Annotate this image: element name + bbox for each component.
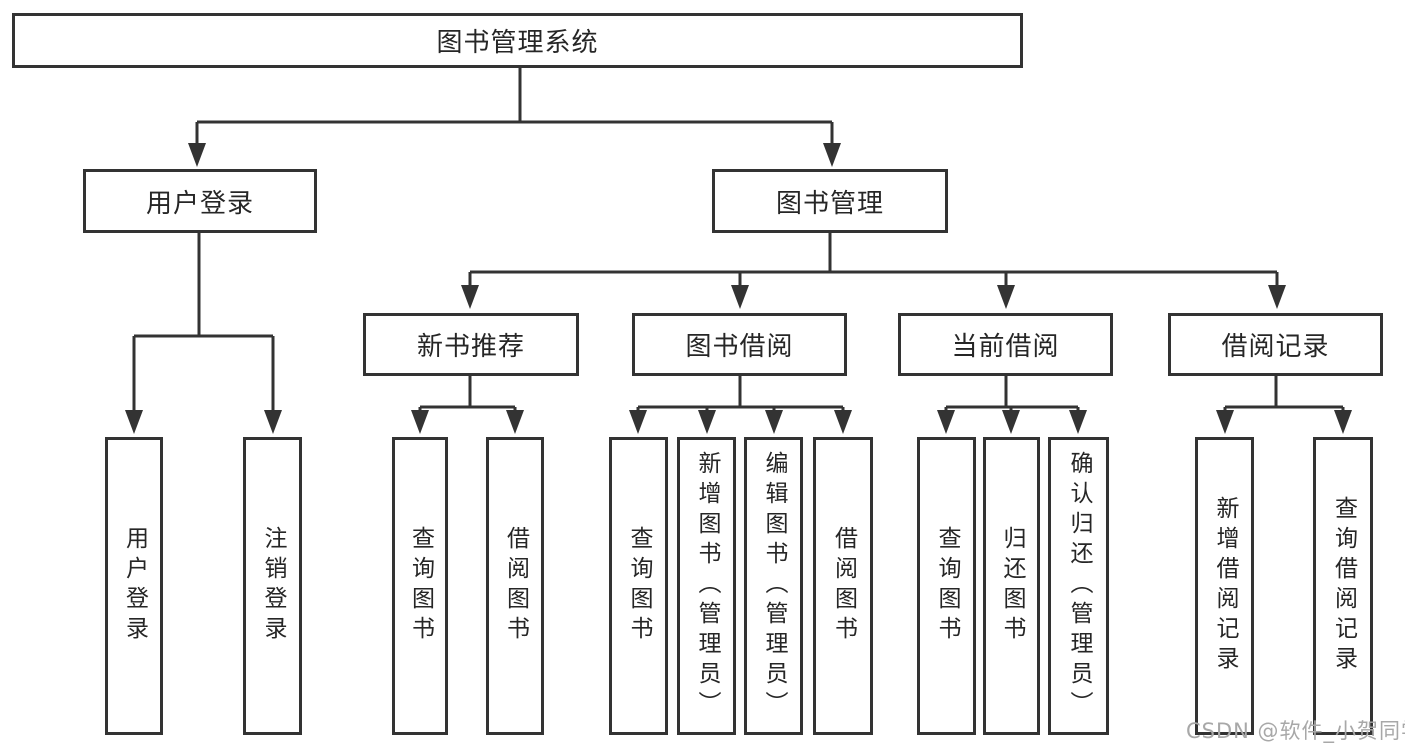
- node-new-book-recommend-label: 新书推荐: [416, 332, 525, 362]
- arrowhead-icon: [506, 410, 524, 434]
- leaf-logout-label: 注销登录: [260, 526, 286, 646]
- leaf-add-books-admin: 新增图书（管理员）: [677, 437, 736, 735]
- leaf-recommend-query-books: 查询图书: [392, 437, 448, 735]
- connector-user-login-children: [125, 233, 282, 434]
- arrowhead-icon: [1216, 410, 1234, 434]
- node-current-borrow: 当前借阅: [898, 313, 1113, 376]
- connector-borrow-records-children: [1216, 376, 1352, 434]
- node-book-management: 图书管理: [712, 169, 948, 233]
- leaf-borrow-query-books-label: 查询图书: [626, 526, 652, 646]
- leaf-recommend-query-books-label: 查询图书: [407, 526, 434, 646]
- node-root-label: 图书管理系统: [436, 28, 599, 58]
- leaf-edit-books-admin: 编辑图书（管理员）: [744, 437, 803, 735]
- arrowhead-icon: [698, 410, 716, 434]
- connector-new-book-recommend-children: [411, 376, 524, 434]
- leaf-edit-books-admin-label: 编辑图书（管理员）: [761, 451, 787, 721]
- connector-book-borrow-children: [629, 376, 852, 434]
- arrowhead-icon: [188, 143, 206, 167]
- leaf-borrow-books: 借阅图书: [813, 437, 873, 735]
- arrowhead-icon: [461, 285, 479, 309]
- leaf-logout: 注销登录: [243, 437, 302, 735]
- connector-current-borrow-children: [937, 376, 1087, 434]
- leaf-recommend-borrow-books-label: 借阅图书: [502, 526, 529, 646]
- leaf-confirm-return-admin-label: 确认归还（管理员）: [1066, 451, 1092, 721]
- leaf-user-login: 用户登录: [105, 437, 163, 735]
- arrowhead-icon: [1268, 285, 1286, 309]
- arrowhead-icon: [1334, 410, 1352, 434]
- arrowhead-icon: [765, 410, 783, 434]
- leaf-return-books-label: 归还图书: [999, 526, 1025, 646]
- arrowhead-icon: [264, 410, 282, 434]
- leaf-add-borrow-record: 新增借阅记录: [1195, 437, 1254, 735]
- node-current-borrow-label: 当前借阅: [951, 332, 1060, 362]
- leaf-query-borrow-record-label: 查询借阅记录: [1330, 496, 1357, 676]
- connector-book-management-children: [461, 233, 1286, 309]
- leaf-current-query-books-label: 查询图书: [934, 526, 960, 646]
- arrowhead-icon: [1002, 410, 1020, 434]
- leaf-borrow-query-books: 查询图书: [609, 437, 668, 735]
- node-book-borrow: 图书借阅: [632, 313, 847, 376]
- leaf-confirm-return-admin: 确认归还（管理员）: [1048, 437, 1109, 735]
- node-borrow-records-label: 借阅记录: [1221, 332, 1330, 362]
- leaf-recommend-borrow-books: 借阅图书: [486, 437, 544, 735]
- node-borrow-records: 借阅记录: [1168, 313, 1383, 376]
- arrowhead-icon: [823, 143, 841, 167]
- leaf-user-login-label: 用户登录: [121, 526, 148, 646]
- leaf-borrow-books-label: 借阅图书: [830, 526, 857, 646]
- node-user-login: 用户登录: [83, 169, 317, 233]
- leaf-return-books: 归还图书: [983, 437, 1040, 735]
- arrowhead-icon: [125, 410, 143, 434]
- arrowhead-icon: [997, 285, 1015, 309]
- arrowhead-icon: [629, 410, 647, 434]
- csdn-watermark: CSDN @软件_小贺同学: [1186, 719, 1405, 743]
- leaf-current-query-books: 查询图书: [917, 437, 976, 735]
- node-book-management-label: 图书管理: [775, 188, 884, 219]
- arrowhead-icon: [937, 410, 955, 434]
- leaf-add-borrow-record-label: 新增借阅记录: [1212, 496, 1238, 676]
- arrowhead-icon: [834, 410, 852, 434]
- node-book-borrow-label: 图书借阅: [685, 332, 794, 362]
- node-user-login-label: 用户登录: [145, 188, 254, 219]
- leaf-add-books-admin-label: 新增图书（管理员）: [694, 451, 720, 721]
- arrowhead-icon: [411, 410, 429, 434]
- connector-root-to-level2: [188, 68, 841, 167]
- node-new-book-recommend: 新书推荐: [363, 313, 579, 376]
- leaf-query-borrow-record: 查询借阅记录: [1313, 437, 1373, 735]
- arrowhead-icon: [731, 285, 749, 309]
- node-root: 图书管理系统: [12, 13, 1023, 68]
- arrowhead-icon: [1069, 410, 1087, 434]
